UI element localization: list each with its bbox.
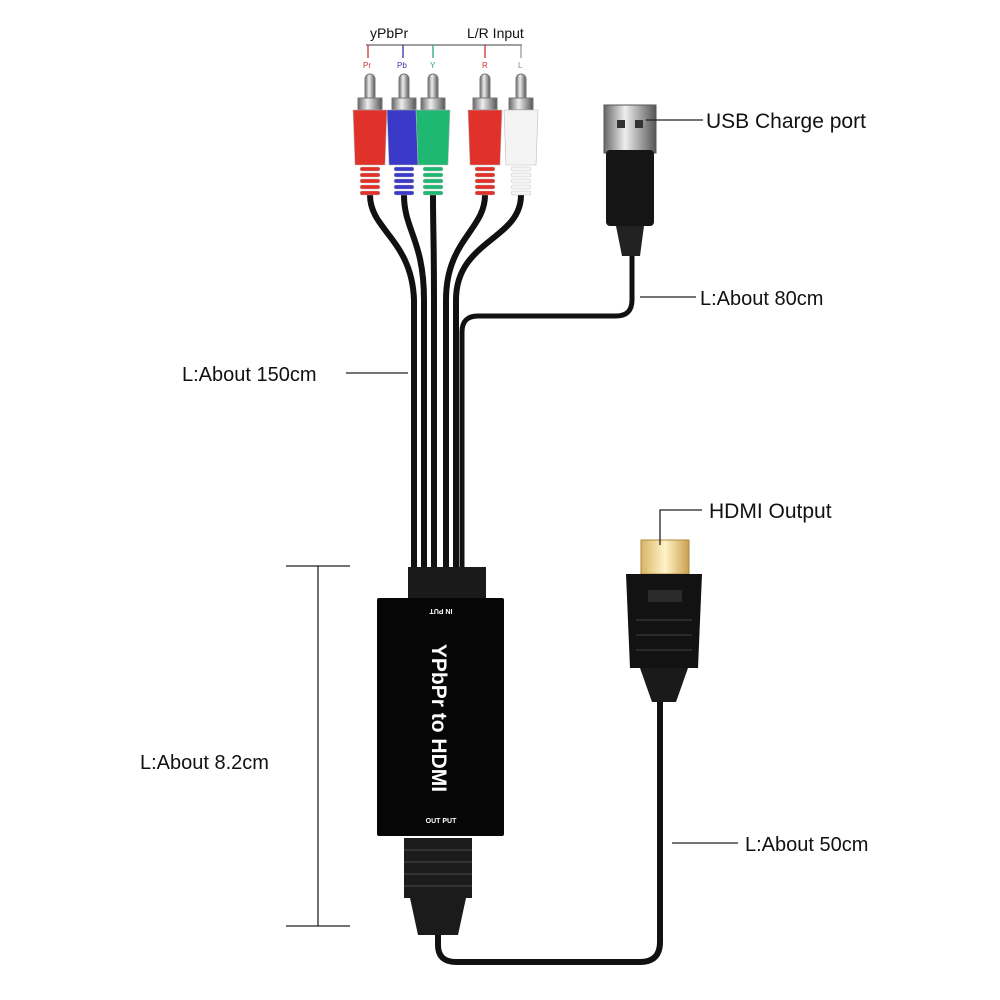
converter-box: IN PUT YPbPr to HDMI OUT PUT [377,598,504,836]
rca-plug-pb [386,73,422,196]
rca-plug-r [467,73,503,196]
input-boot [408,567,486,601]
usb-cable [459,255,635,570]
output-strain-relief [404,838,472,935]
usb-length-callout: L:About 80cm [700,288,823,310]
plug-label-pr: Pr [363,61,371,70]
box-length-callout: L:About 8.2cm [140,752,269,774]
hdmi-callout: HDMI Output [709,500,832,523]
rca-plug-pr [352,73,388,196]
plug-label-r: R [482,61,488,70]
box-output-label: OUT PUT [426,818,457,825]
callout-lines [286,119,738,927]
input-length-callout: L:About 150cm [182,364,317,386]
box-title: YPbPr to HDMI [427,644,450,792]
input-cables [367,192,524,573]
rca-plug-y [415,73,451,196]
hdmi-plug [626,539,702,702]
usb-callout: USB Charge port [706,110,866,133]
group-label-ypbpr: yPbPr [370,25,408,41]
rca-plug-l [503,73,539,196]
hdmi-cable [435,700,663,965]
hdmi-length-callout: L:About 50cm [745,834,868,856]
plug-label-l: L [518,61,523,70]
plug-bracket [366,44,522,58]
usb-plug [603,104,657,256]
plug-label-y: Y [430,61,436,70]
plug-label-pb: Pb [397,61,407,70]
rca-plugs [352,73,539,196]
box-input-label: IN PUT [429,607,453,614]
group-label-lr-input: L/R Input [467,25,524,41]
